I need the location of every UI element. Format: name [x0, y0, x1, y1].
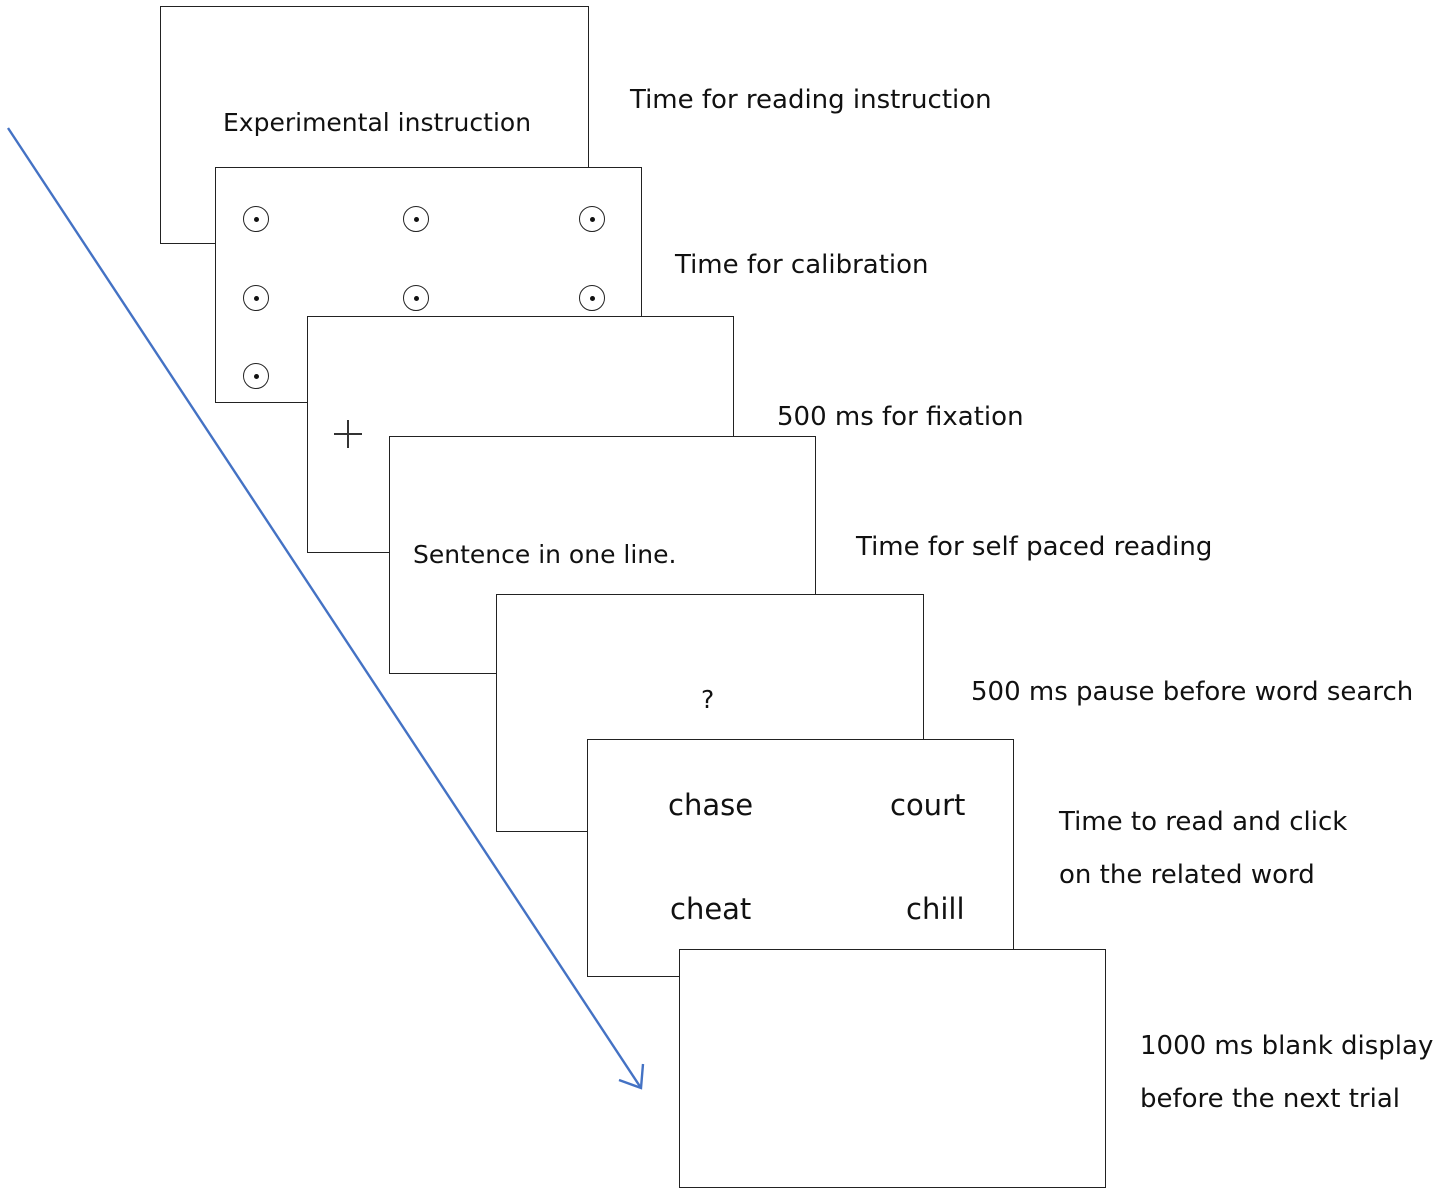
calibration-dot-icon — [579, 285, 605, 311]
word-option[interactable]: cheat — [670, 892, 752, 926]
fixation-cross-icon — [334, 420, 362, 448]
instruction-text: Experimental instruction — [223, 108, 532, 137]
label-reading: Time for self paced reading — [856, 532, 1213, 562]
sentence-text: Sentence in one line. — [413, 540, 677, 569]
calibration-dot-icon — [243, 206, 269, 232]
word-option[interactable]: chill — [906, 892, 965, 926]
label-word-search-line2: on the related word — [1059, 860, 1315, 890]
calibration-dot-icon — [579, 206, 605, 232]
calibration-dot-icon — [243, 363, 269, 389]
label-blank-line1: 1000 ms blank display — [1140, 1031, 1433, 1061]
label-word-search-line1: Time to read and click — [1059, 807, 1348, 837]
calibration-dot-icon — [403, 285, 429, 311]
label-calibration: Time for calibration — [675, 250, 929, 280]
question-mark: ? — [701, 685, 715, 714]
word-option[interactable]: chase — [668, 788, 754, 822]
word-option[interactable]: court — [890, 788, 966, 822]
blank-screen — [679, 949, 1106, 1188]
label-pause: 500 ms pause before word search — [971, 677, 1414, 707]
calibration-dot-icon — [403, 206, 429, 232]
label-instruction: Time for reading instruction — [630, 85, 992, 115]
calibration-dot-icon — [243, 285, 269, 311]
label-fixation: 500 ms for fixation — [777, 402, 1024, 432]
word-search-screen: chase court cheat chill — [587, 739, 1014, 977]
label-blank-line2: before the next trial — [1140, 1084, 1400, 1114]
